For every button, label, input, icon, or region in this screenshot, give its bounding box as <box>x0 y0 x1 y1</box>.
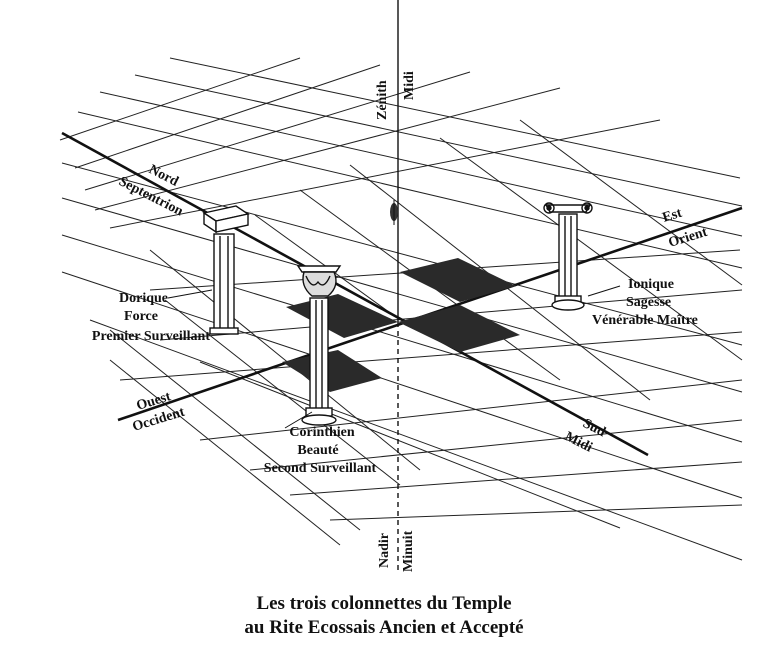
label-force: Force <box>124 309 158 324</box>
label-second-surveillant: Second Surveillant <box>264 461 377 476</box>
label-dorique: Dorique <box>119 291 168 306</box>
grid-lines-ns <box>61 57 743 561</box>
plumb-bob-icon <box>390 200 398 225</box>
label-orient: Orient <box>667 225 710 251</box>
label-nadir: Nadir <box>377 533 392 568</box>
caption-line-1: Les trois colonnettes du Temple <box>256 593 512 614</box>
doric-column-icon <box>202 205 250 335</box>
label-est: Est <box>661 206 684 226</box>
ionic-column-icon <box>543 202 593 311</box>
tile-back <box>400 258 516 302</box>
label-ionique: Ionique <box>628 277 674 292</box>
label-venerable-maitre: Vénérable Maître <box>592 313 698 328</box>
label-premier-surveillant: Premier Surveillant <box>92 329 210 344</box>
tile-right <box>398 305 520 352</box>
leader-lines <box>167 285 621 429</box>
label-sagesse: Sagesse <box>626 295 671 310</box>
label-midi-top: Midi <box>402 71 417 100</box>
axis-nord-sud <box>61 131 649 457</box>
label-beaute: Beauté <box>297 443 338 458</box>
corinthian-column-icon <box>296 265 342 426</box>
label-minuit: Minuit <box>401 530 416 572</box>
caption-line-2: au Rite Ecossais Ancien et Accepté <box>244 617 524 638</box>
label-zenith: Zénith <box>375 80 390 120</box>
label-corinthien: Corinthien <box>289 425 355 440</box>
tile-front <box>282 350 382 392</box>
